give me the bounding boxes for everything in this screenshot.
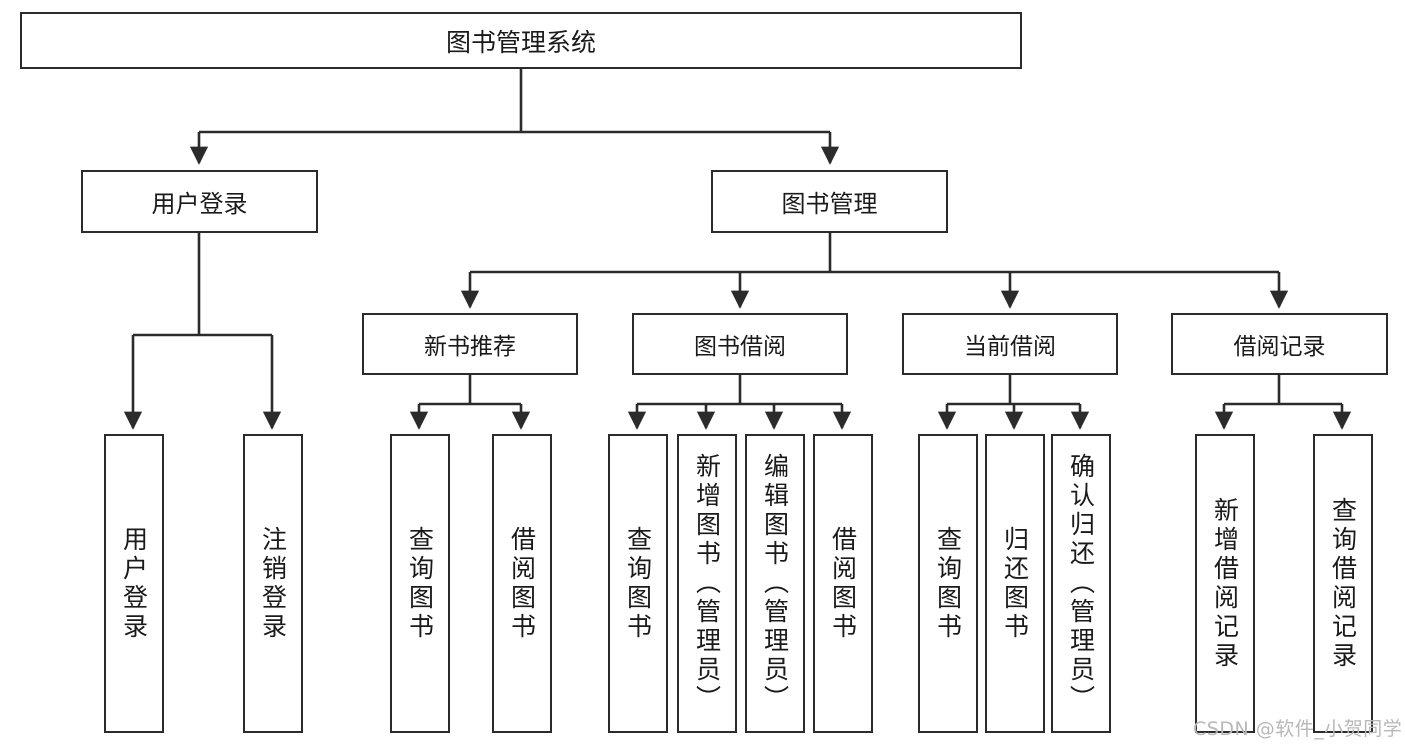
node-root[interactable]: 图书管理系统 xyxy=(20,12,1022,69)
leaf-query-book-1-label: 查询图书 xyxy=(405,525,435,642)
leaf-return-book[interactable]: 归还图书 xyxy=(985,434,1045,733)
leaf-add-book-label: 新增图书（管理员） xyxy=(692,453,722,714)
leaf-query-book-2[interactable]: 查询图书 xyxy=(608,434,668,733)
leaf-confirm-return-label: 确认归还（管理员） xyxy=(1066,453,1096,714)
node-book-borrow[interactable]: 图书借阅 xyxy=(632,313,848,375)
leaf-query-book-3-label: 查询图书 xyxy=(933,525,963,642)
leaf-borrow-book-2[interactable]: 借阅图书 xyxy=(813,434,873,733)
leaf-query-book-2-label: 查询图书 xyxy=(623,525,653,642)
node-current-borrow-label: 当前借阅 xyxy=(964,334,1056,360)
node-new-book-recommend-label: 新书推荐 xyxy=(424,334,516,360)
leaf-add-book[interactable]: 新增图书（管理员） xyxy=(677,434,737,733)
leaf-borrow-book-1[interactable]: 借阅图书 xyxy=(492,434,552,733)
leaf-edit-book[interactable]: 编辑图书（管理员） xyxy=(745,434,805,733)
leaf-edit-book-label: 编辑图书（管理员） xyxy=(760,453,790,714)
node-borrow-record-label: 借阅记录 xyxy=(1233,334,1326,360)
leaf-borrow-book-2-label: 借阅图书 xyxy=(828,525,858,642)
node-user-login[interactable]: 用户登录 xyxy=(81,170,318,233)
node-borrow-record[interactable]: 借阅记录 xyxy=(1171,313,1388,375)
leaf-user-login-label: 用户登录 xyxy=(119,525,149,642)
leaf-borrow-book-1-label: 借阅图书 xyxy=(507,525,537,642)
leaf-add-record-label: 新增借阅记录 xyxy=(1210,496,1240,671)
leaf-logout-login-label: 注销登录 xyxy=(258,525,288,642)
csdn-watermark: CSDN @软件_小贺同学 xyxy=(1193,718,1403,740)
leaf-add-record[interactable]: 新增借阅记录 xyxy=(1195,434,1255,733)
leaf-query-record-label: 查询借阅记录 xyxy=(1328,496,1358,671)
leaf-query-book-1[interactable]: 查询图书 xyxy=(390,434,450,733)
leaf-query-record[interactable]: 查询借阅记录 xyxy=(1313,434,1373,733)
node-new-book-recommend[interactable]: 新书推荐 xyxy=(362,313,578,375)
leaf-user-login[interactable]: 用户登录 xyxy=(104,434,164,733)
node-user-login-label: 用户登录 xyxy=(151,190,248,218)
node-current-borrow[interactable]: 当前借阅 xyxy=(902,313,1118,375)
leaf-query-book-3[interactable]: 查询图书 xyxy=(918,434,978,733)
node-book-management-label: 图书管理 xyxy=(781,190,878,218)
node-book-management[interactable]: 图书管理 xyxy=(711,170,948,233)
leaf-confirm-return[interactable]: 确认归还（管理员） xyxy=(1051,434,1111,733)
node-book-borrow-label: 图书借阅 xyxy=(694,334,786,360)
node-root-label: 图书管理系统 xyxy=(445,27,596,57)
leaf-logout-login[interactable]: 注销登录 xyxy=(243,434,303,733)
leaf-return-book-label: 归还图书 xyxy=(1000,525,1030,642)
